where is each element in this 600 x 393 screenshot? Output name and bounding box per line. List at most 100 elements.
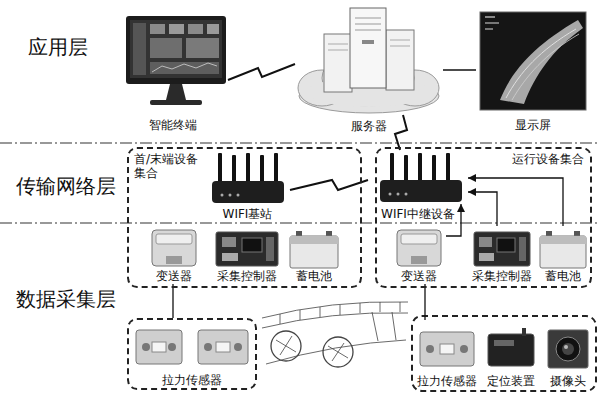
terminal-node: 智能终端 — [118, 12, 228, 112]
node-label: WIFI中继设备 — [381, 207, 455, 221]
connector-line — [424, 284, 425, 320]
monitor-icon — [150, 24, 165, 34]
wifi-router-icon — [221, 194, 224, 197]
cloud-server-icon — [362, 40, 374, 44]
controller-board-icon — [242, 238, 262, 252]
controller-board-icon — [519, 237, 526, 261]
cloud-server-icon — [324, 34, 352, 92]
cable-structure-illustration — [271, 331, 301, 361]
controller-node: 采集控制器 — [469, 226, 535, 284]
battery-icon — [540, 236, 586, 244]
monitor-icon — [188, 24, 203, 34]
transmitter-icon — [166, 256, 182, 264]
load-cell-icon — [460, 345, 468, 353]
node-label: 采集控制器 — [217, 269, 277, 283]
connector-line — [172, 284, 173, 318]
sensor-group-outline — [412, 316, 596, 391]
display-screen-icon — [500, 20, 583, 104]
wifi-router-icon — [237, 194, 240, 197]
cloud-server-icon — [328, 50, 348, 51]
node-label: 拉力传感器 — [162, 373, 222, 387]
wifi-router-icon — [232, 155, 236, 183]
wifi-router-icon — [274, 153, 278, 183]
controller-board-icon — [216, 232, 278, 266]
transmitter-node: 变送器 — [392, 226, 446, 284]
wifi-repeater-icon — [432, 155, 436, 181]
battery-icon — [540, 231, 586, 268]
battery-icon — [546, 231, 552, 236]
cloud-server-icon — [350, 8, 386, 88]
positioning-node: 定位装置 — [482, 320, 540, 389]
cable-structure-illustration — [262, 302, 408, 367]
layer-label: 应用层 — [28, 35, 88, 59]
cable-structure-illustration — [300, 310, 301, 320]
battery-icon — [290, 231, 338, 268]
load-cell-icon — [168, 343, 176, 351]
node-label: 定位装置 — [487, 374, 535, 388]
load-cell-icon — [420, 332, 474, 366]
controller-board-icon — [479, 237, 492, 247]
camera-icon — [548, 330, 588, 368]
load-cell-icon — [234, 343, 242, 351]
cloud-server-icon — [328, 44, 348, 45]
load-cell-icon — [142, 343, 150, 351]
battery-icon — [540, 236, 586, 268]
camera-icon — [564, 345, 568, 349]
connector-arrow — [468, 192, 497, 226]
wifi-repeater-icon — [380, 153, 462, 202]
group-heading: 首/末端设备集合 — [134, 152, 204, 180]
cable-structure-illustration — [372, 312, 378, 341]
battery-icon — [296, 231, 302, 236]
node-label: 服务器 — [351, 119, 387, 133]
cable-structure-illustration — [280, 336, 292, 355]
load-cell-icon — [216, 342, 230, 352]
cable-structure-illustration — [360, 303, 361, 313]
controller-board-icon — [479, 253, 494, 261]
connector-line — [443, 69, 476, 71]
wifi-router-icon — [260, 155, 264, 183]
layer-separator — [0, 143, 600, 223]
transmitter-icon — [397, 230, 441, 266]
battery-icon — [290, 236, 338, 268]
layer-label-holder: 传输网络层 — [16, 174, 116, 198]
node-label: WIFI基站 — [223, 207, 273, 221]
wifi-repeater-icon — [389, 193, 392, 196]
node-label: 智能终端 — [149, 118, 197, 132]
transmitter-icon — [152, 230, 196, 266]
node-label: 蓄电池 — [545, 269, 581, 283]
transmitter-icon — [397, 230, 441, 266]
node-label: 摄像头 — [550, 374, 586, 388]
wifi-repeater-icon — [397, 193, 400, 196]
cloud-server-icon — [355, 30, 381, 31]
cloud-server-icon — [355, 24, 381, 25]
cloud-server-icon — [390, 46, 410, 47]
wifi-repeater-icon — [390, 153, 394, 181]
monitor-icon — [207, 24, 219, 34]
positioning-device-icon — [522, 328, 526, 336]
wifi-repeater-icon — [404, 155, 408, 181]
positioning-device-icon — [488, 328, 534, 366]
monitor-icon — [126, 16, 226, 105]
wifi-router-icon — [218, 153, 222, 183]
router-node: WIFI基站 — [205, 150, 290, 222]
wifi-repeater-icon — [446, 153, 450, 181]
layer-label: 数据采集层 — [16, 287, 116, 311]
sensor-group-box: 拉力传感器 — [127, 318, 257, 390]
display-screen-icon — [506, 29, 576, 98]
battery-node: 蓄电池 — [285, 226, 342, 284]
monitor-icon — [133, 23, 146, 75]
cloud-server-icon — [298, 8, 439, 113]
node-label: 变送器 — [156, 269, 192, 283]
repeater-node: WIFI中继设备 — [368, 150, 468, 204]
monitor-icon — [152, 63, 217, 72]
transmitter-icon — [156, 234, 192, 244]
controller-board-icon — [474, 232, 530, 266]
monitor-icon — [150, 38, 182, 58]
battery-icon — [290, 236, 338, 244]
layer-separator — [0, 222, 600, 223]
cloud-server-icon — [386, 30, 414, 90]
transmitter-node: 变送器 — [147, 226, 200, 284]
battery-node: 蓄电池 — [536, 226, 590, 284]
